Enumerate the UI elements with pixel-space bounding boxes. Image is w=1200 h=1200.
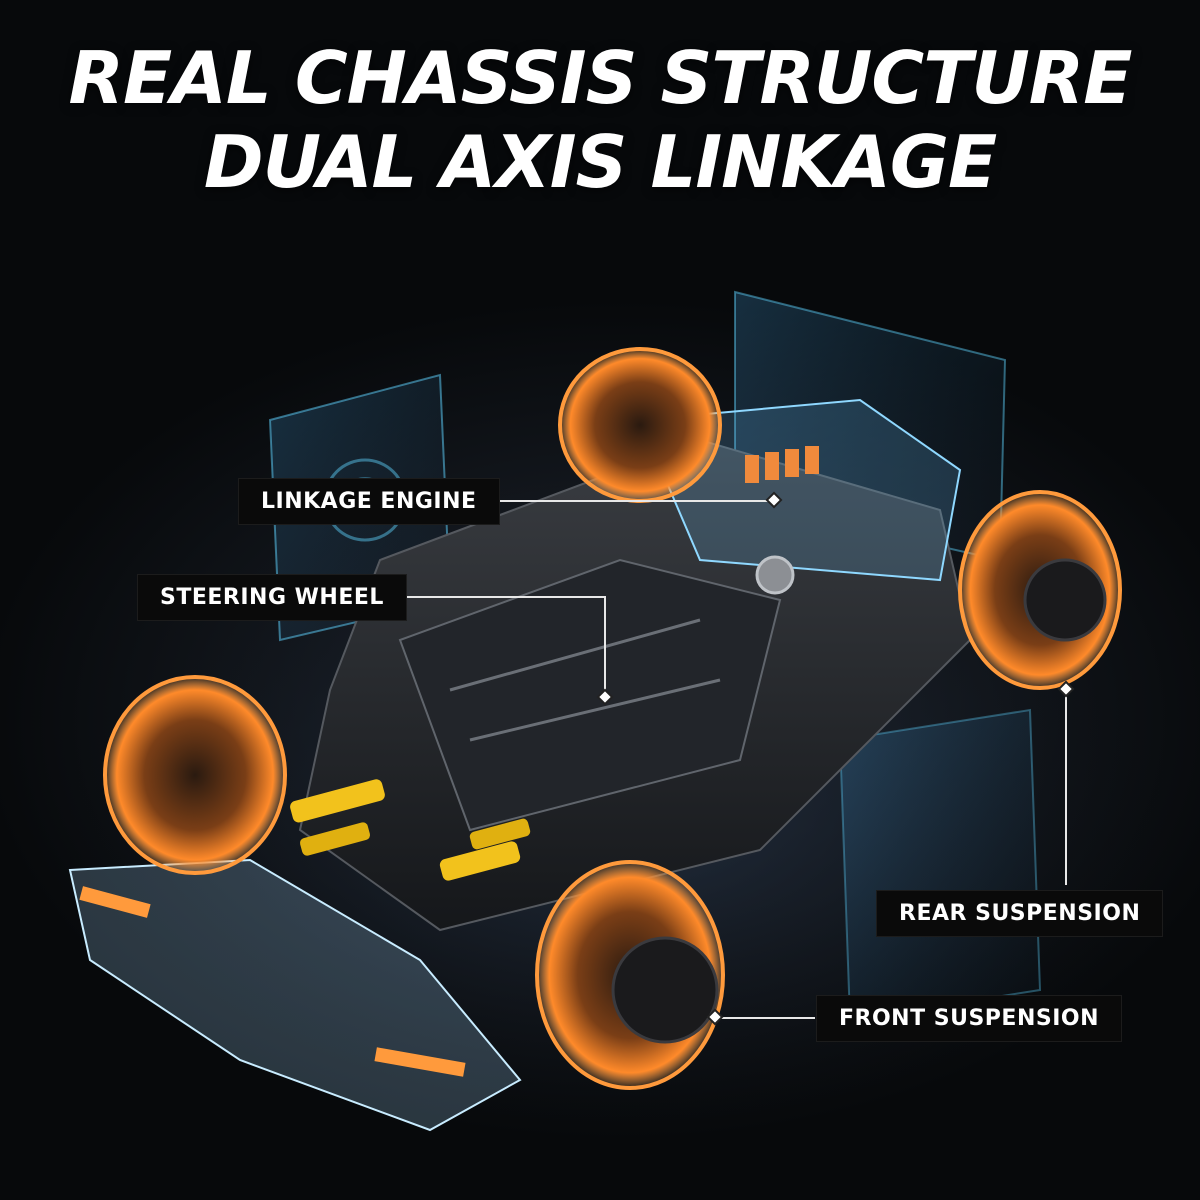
wheel-front-right	[535, 860, 725, 1090]
front-shocks	[290, 779, 531, 881]
engine-bay	[638, 398, 962, 582]
headline: REAL CHASSIS STRUCTURE DUAL AXIS LINKAGE	[0, 36, 1200, 204]
wheel-rear-right	[958, 490, 1122, 690]
marker-linkage-engine	[765, 491, 783, 509]
holo-panel-right	[838, 708, 1042, 1022]
callout-front-suspension: FRONT SUSPENSION	[816, 995, 1123, 1042]
gear	[755, 555, 795, 595]
marker-front-suspension	[706, 1008, 724, 1026]
leader-steering-wheel	[380, 596, 606, 694]
wheel-front-left	[103, 675, 287, 875]
front-light-left	[79, 886, 151, 918]
wheel-rear-left	[558, 347, 722, 503]
callout-rear-suspension: REAR SUSPENSION	[876, 890, 1164, 937]
marker-rear-suspension	[1057, 680, 1075, 698]
front-light-right	[374, 1047, 466, 1077]
headline-line-2: DUAL AXIS LINKAGE	[203, 120, 997, 204]
callout-markers	[596, 491, 1075, 1026]
cockpit-frame	[398, 558, 782, 832]
marker-steering-wheel	[596, 688, 614, 706]
callout-steering-wheel: STEERING WHEEL	[137, 574, 407, 621]
callout-linkage-engine: LINKAGE ENGINE	[238, 478, 500, 525]
headline-line-1: REAL CHASSIS STRUCTURE	[68, 36, 1133, 120]
callout-lines	[380, 500, 1067, 1019]
engine-pistons	[745, 446, 819, 483]
